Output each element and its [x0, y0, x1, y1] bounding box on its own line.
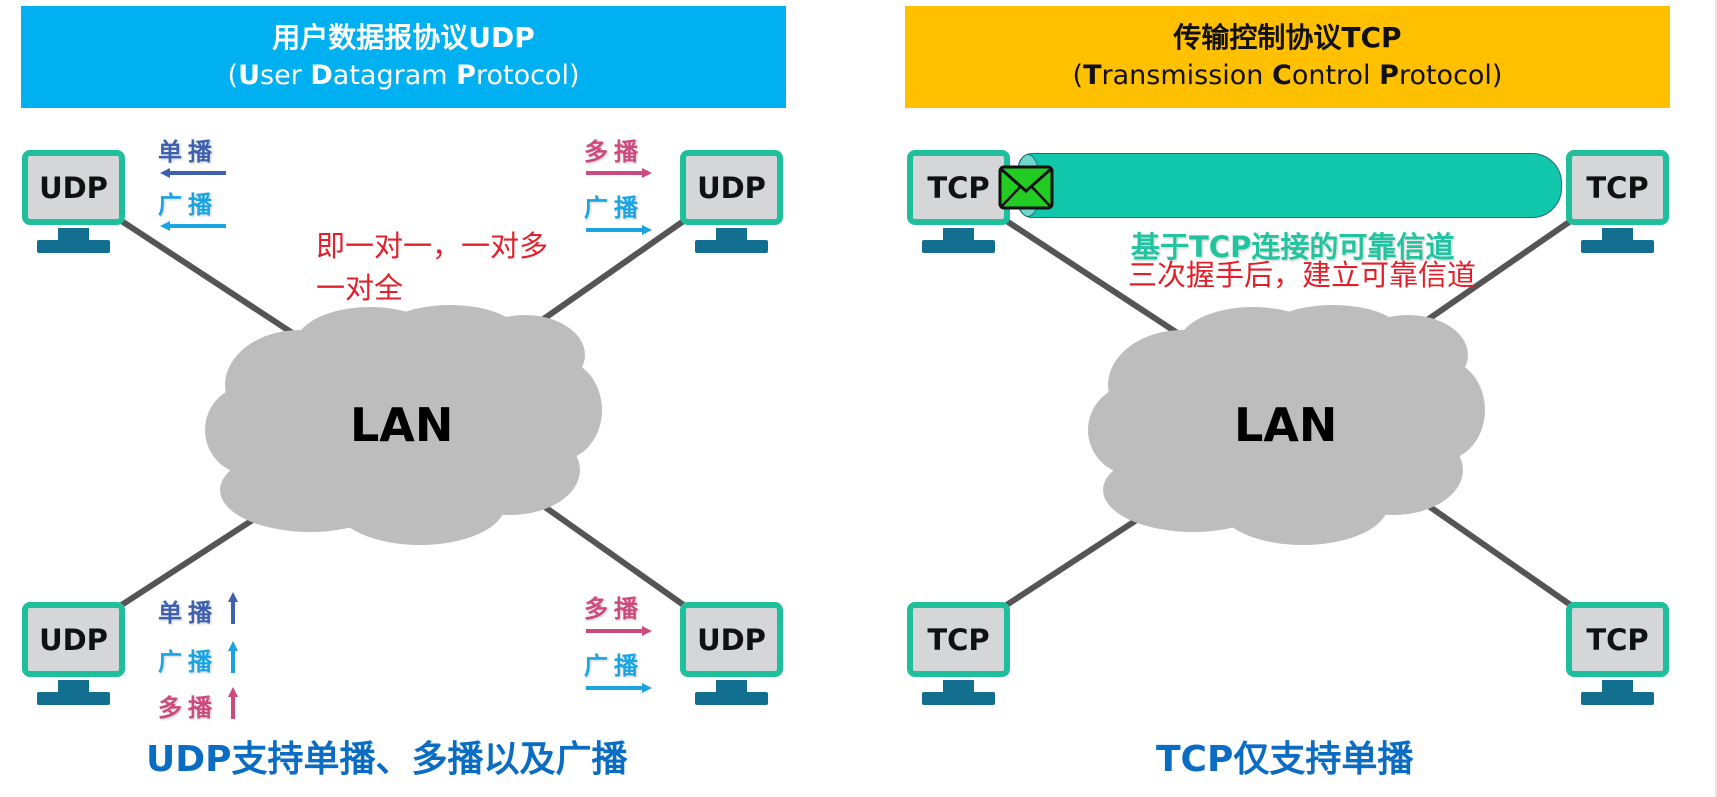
- tcp-reliable-channel: [1018, 153, 1562, 218]
- udp-lan-cloud: [205, 305, 602, 545]
- monitor-base: [695, 240, 768, 253]
- tcp-host-bottom-left: TCP: [907, 602, 1010, 707]
- udp-title: 用户数据报协议UDP: [272, 21, 535, 54]
- right-edge-divider: [1715, 0, 1717, 797]
- monitor-base: [922, 240, 995, 253]
- monitor-base: [37, 240, 110, 253]
- arrow-right-icon: [586, 683, 652, 693]
- udp-header: 用户数据报协议UDP (User Datagram Protocol): [21, 6, 786, 108]
- broadcast-label: 广播: [584, 652, 644, 680]
- envelope-icon: [998, 165, 1054, 210]
- monitor-base: [1581, 692, 1654, 705]
- udp-host-bottom-left: UDP: [22, 602, 125, 707]
- monitor-screen: UDP: [22, 602, 125, 677]
- arrow-up-icon: [228, 641, 238, 673]
- monitor-base: [1581, 240, 1654, 253]
- tcp-link-top-right: [1418, 217, 1574, 328]
- broadcast-label: 广播: [158, 648, 218, 676]
- arrow-left-icon: [160, 168, 226, 178]
- arrow-right-icon: [586, 168, 652, 178]
- tcp-lan-cloud: [1088, 305, 1485, 545]
- broadcast-label: 广播: [584, 194, 644, 222]
- udp-host-top-left: UDP: [22, 150, 125, 255]
- udp-host-bottom-right: UDP: [680, 602, 783, 707]
- tcp-header: 传输控制协议TCP (Transmission Control Protocol…: [905, 6, 1670, 108]
- arrow-left-icon: [160, 221, 226, 231]
- udp-caption: UDP支持单播、多播以及广播: [146, 739, 628, 780]
- monitor-screen: TCP: [1566, 602, 1669, 677]
- udp-cast-note: 即一对一，一对多 一对全: [316, 229, 549, 305]
- unicast-label: 单播: [158, 599, 218, 627]
- broadcast-label: 广播: [158, 191, 218, 219]
- udp-link-bottom-right: [533, 497, 687, 609]
- udp-lan-label: LAN: [350, 398, 454, 452]
- tcp-link-top-left: [1003, 217, 1187, 341]
- monitor-screen: TCP: [907, 602, 1010, 677]
- monitor-stand: [943, 228, 974, 240]
- monitor-stand: [1602, 228, 1633, 240]
- tcp-host-top-right: TCP: [1566, 150, 1669, 255]
- tcp-host-bottom-right: TCP: [1566, 602, 1669, 707]
- tcp-link-bottom-left: [1003, 507, 1154, 609]
- tcp-handshake-note: 三次握手后，建立可靠信道: [1128, 258, 1477, 292]
- monitor-stand: [716, 228, 747, 240]
- udp-subtitle: (User Datagram Protocol): [227, 60, 580, 91]
- tcp-title: 传输控制协议TCP: [1173, 21, 1402, 54]
- tcp-channel-label: 基于TCP连接的可靠信道: [1131, 230, 1455, 264]
- monitor-stand: [1602, 680, 1633, 692]
- monitor-stand: [716, 680, 747, 692]
- arrow-right-icon: [586, 225, 652, 235]
- tcp-caption: TCP仅支持单播: [1156, 739, 1414, 780]
- monitor-screen: TCP: [907, 150, 1010, 225]
- monitor-stand: [943, 680, 974, 692]
- monitor-screen: TCP: [1566, 150, 1669, 225]
- udp-host-top-right: UDP: [680, 150, 783, 255]
- monitor-base: [695, 692, 768, 705]
- monitor-base: [37, 692, 110, 705]
- monitor-stand: [58, 228, 89, 240]
- multicast-label: 多播: [158, 694, 218, 722]
- tcp-host-top-left: TCP: [907, 150, 1010, 255]
- arrow-up-icon: [228, 687, 238, 719]
- monitor-screen: UDP: [680, 602, 783, 677]
- tcp-subtitle: (Transmission Control Protocol): [1072, 60, 1503, 91]
- monitor-screen: UDP: [22, 150, 125, 225]
- monitor-stand: [58, 680, 89, 692]
- monitor-base: [922, 692, 995, 705]
- unicast-label: 单播: [158, 138, 218, 166]
- tcp-lan-label: LAN: [1234, 398, 1338, 452]
- multicast-label: 多播: [584, 138, 644, 166]
- arrow-right-icon: [586, 626, 652, 636]
- udp-link-top-right: [533, 217, 687, 328]
- monitor-screen: UDP: [680, 150, 783, 225]
- tcp-link-bottom-right: [1418, 497, 1574, 609]
- arrow-up-icon: [228, 592, 238, 624]
- udp-link-top-left: [118, 217, 302, 341]
- multicast-label: 多播: [584, 595, 644, 623]
- udp-link-bottom-left: [118, 507, 270, 609]
